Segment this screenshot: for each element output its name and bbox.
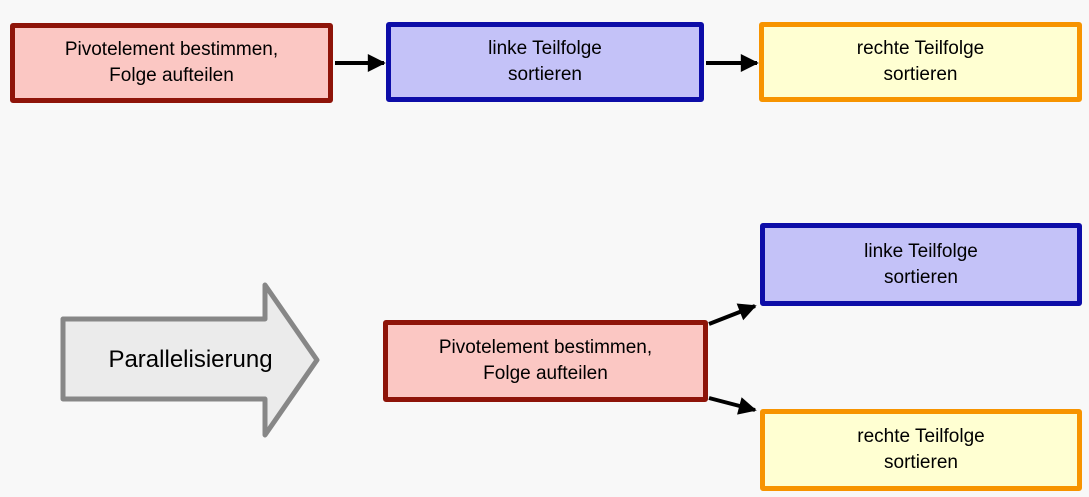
- parallel-right-subsequence-line1: rechte Teilfolge: [857, 426, 985, 447]
- parallel-left-subsequence-line2: sortieren: [884, 266, 958, 288]
- parallel-pivot-box-line1: Pivotelement bestimmen,: [438, 337, 653, 358]
- parallelization-label: Parallelisierung: [108, 346, 273, 373]
- sequential-right-subsequence-line2: sortieren: [883, 64, 958, 85]
- sequential-left-subsequence-line1: linke Teilfolge: [488, 38, 602, 59]
- parallel-pivot-box-line2: Folge aufteilen: [483, 363, 608, 384]
- sequential-right-subsequence-line1: rechte Teilfolge: [856, 38, 985, 59]
- parallel-pivot-box: Pivotelement bestimmen, Folge aufteilen: [383, 320, 708, 402]
- sequential-left-subsequence-box: linke Teilfolge sortieren: [386, 22, 704, 102]
- sequential-pivot-box-line2: Folge aufteilen: [109, 65, 234, 86]
- sequential-pivot-box: Pivotelement bestimmen, Folge aufteilen: [10, 23, 333, 103]
- sequential-pivot-box-line1: Pivotelement bestimmen,: [64, 39, 279, 60]
- arrow-pivot-to-left-parallel: [708, 303, 757, 326]
- parallel-left-subsequence-line1: linke Teilfolge: [864, 240, 978, 262]
- sequential-right-subsequence-box: rechte Teilfolge sortieren: [759, 22, 1082, 102]
- parallelization-block-arrow: [60, 282, 320, 438]
- parallel-left-subsequence-box: linke Teilfolge sortieren: [760, 223, 1082, 306]
- arrow-pivot-to-right-parallel: [708, 396, 757, 415]
- parallel-right-subsequence-line2: sortieren: [884, 452, 958, 473]
- sequential-left-subsequence-line2: sortieren: [508, 64, 582, 85]
- parallel-right-subsequence-box: rechte Teilfolge sortieren: [760, 409, 1082, 491]
